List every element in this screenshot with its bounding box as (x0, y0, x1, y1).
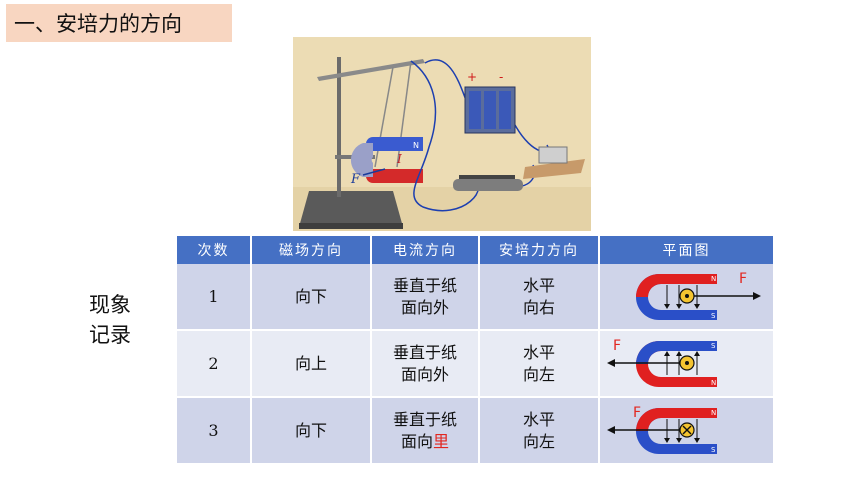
battery-minus: - (499, 70, 503, 84)
header-force-direction: 安培力方向 (479, 236, 600, 264)
pole-top-label: S (711, 342, 716, 350)
force-arrow-left (606, 358, 615, 367)
header-plane-diagram: 平面图 (599, 236, 775, 264)
current-line1: 垂直于纸 (392, 275, 457, 295)
plane-diagram-cell: N S F (599, 397, 775, 465)
pole-bottom-label: N (711, 379, 716, 387)
observation-record-label: 现象 记录 (80, 290, 140, 350)
table-row: 2 向上 垂直于纸 面向外 水平 向左 S N (177, 330, 775, 398)
force-direction: 水平 向右 (479, 264, 600, 331)
force-line1: 水平 (522, 275, 555, 295)
force-line2: 向左 (522, 364, 555, 384)
row-number: 1 (177, 264, 252, 331)
pole-bottom-label: S (711, 446, 716, 454)
side-label-line: 现象 (89, 293, 131, 317)
pole-bottom-label: S (711, 312, 716, 320)
current-line2-text: 面向外 (400, 364, 449, 384)
field-direction: 向下 (251, 264, 372, 331)
header-current-direction: 电流方向 (371, 236, 480, 264)
observation-table: 次数 磁场方向 电流方向 安培力方向 平面图 1 向下 垂直于纸 面向外 水平 … (177, 236, 775, 465)
battery-plus: + (467, 70, 477, 84)
current-direction: 垂直于纸 面向外 (371, 330, 480, 398)
photo-current-label: I (396, 152, 402, 166)
force-label: F (613, 338, 621, 354)
current-line1: 垂直于纸 (392, 409, 457, 429)
force-direction: 水平 向左 (479, 397, 600, 465)
force-line1: 水平 (522, 342, 555, 362)
current-line2-text: 面向外 (400, 297, 449, 317)
current-line1: 垂直于纸 (392, 342, 457, 362)
current-line2: 面向里 (373, 431, 477, 453)
force-line2: 向左 (522, 431, 555, 451)
experiment-photo: N F I + - (293, 37, 591, 231)
force-line1: 水平 (522, 409, 555, 429)
side-label-line: 记录 (89, 323, 131, 347)
field-direction: 向上 (251, 330, 372, 398)
force-arrow-right (752, 291, 761, 300)
force-arrow-left (606, 425, 615, 434)
force-label: F (739, 271, 747, 287)
magnet-diagram-2: S N F (606, 338, 717, 387)
pole-top-label: N (711, 409, 716, 417)
current-direction: 垂直于纸 面向里 (371, 397, 480, 465)
plane-diagram-cell: N S F (599, 264, 775, 331)
magnet-pole-label: N (413, 141, 419, 150)
field-direction: 向下 (251, 397, 372, 465)
current-line2-text: 面向 (400, 431, 433, 451)
header-count: 次数 (177, 236, 252, 264)
photo-force-label: F (350, 172, 361, 187)
current-direction: 垂直于纸 面向外 (371, 264, 480, 331)
force-label: F (633, 405, 641, 421)
magnet-diagram-1: N S F (635, 271, 761, 320)
table-row: 3 向下 垂直于纸 面向里 水平 向左 N S (177, 397, 775, 465)
force-direction: 水平 向左 (479, 330, 600, 398)
magnet-diagram-3: N S F (606, 405, 717, 454)
header-field-direction: 磁场方向 (251, 236, 372, 264)
table-header-row: 次数 磁场方向 电流方向 安培力方向 平面图 (177, 236, 775, 264)
force-line2: 向右 (522, 297, 555, 317)
plane-diagram-cell: S N F (599, 330, 775, 398)
row-number: 3 (177, 397, 252, 465)
current-line2: 面向外 (373, 364, 477, 386)
current-line2-highlight: 里 (433, 431, 450, 451)
table-row: 1 向下 垂直于纸 面向外 水平 向右 N S (177, 264, 775, 331)
current-line2: 面向外 (373, 297, 477, 319)
section-title: 一、安培力的方向 (6, 4, 232, 42)
pole-top-label: N (711, 275, 716, 283)
row-number: 2 (177, 330, 252, 398)
